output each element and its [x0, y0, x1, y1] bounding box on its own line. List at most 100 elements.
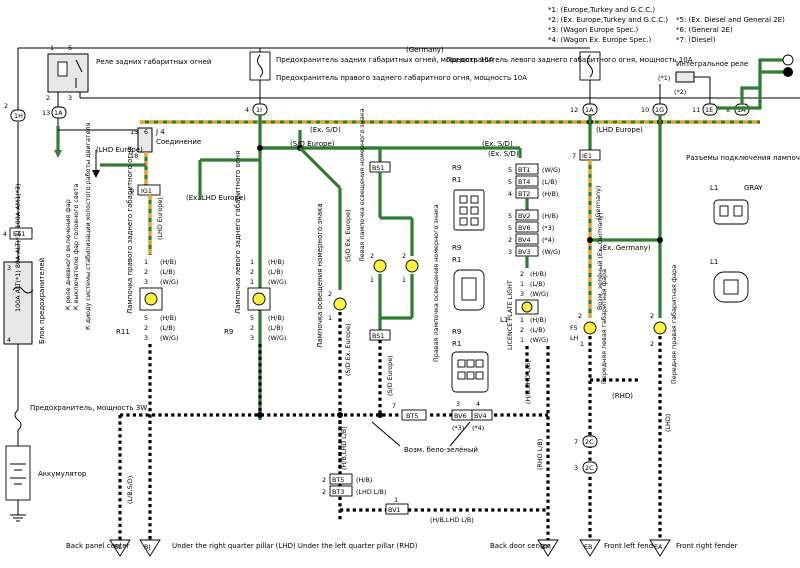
svg-text:(H/B): (H/B) [542, 190, 558, 198]
ex-lhd-europe-label: (Ex. LHD Europe) [186, 194, 246, 202]
svg-text:L1: L1 [710, 258, 718, 266]
right-rear-lamp-group: IG1 9 (LHD Europe) (Ex. LHD Europe) 1 (H… [116, 146, 260, 540]
left-rear-lamp-label: Лампочка левого заднего габаритного огня [234, 151, 242, 314]
svg-text:5: 5 [508, 166, 512, 174]
note-6: *6: (General 2E) [676, 26, 733, 34]
ground-BJ-label: Under the right quarter pillar (LHD) Und… [172, 542, 418, 550]
svg-text:3: 3 [574, 464, 578, 472]
svg-text:BT5: BT5 [332, 476, 344, 484]
ground-BL: BL Back panel center [66, 539, 131, 557]
plate-lamp-label: Лампочка освещения номерного знака [316, 203, 324, 348]
svg-text:5: 5 [144, 314, 148, 322]
ground-BJ: BJ Under the right quarter pillar (LHD) … [139, 539, 418, 557]
bs1-plate-lamps: BS1 2 1 2 1 Левая лампочка освещения ном… [358, 108, 440, 415]
connector-2C [582, 435, 598, 448]
svg-text:1: 1 [580, 340, 584, 348]
svg-text:(*3): (*3) [542, 224, 554, 232]
left-plate-lamp-label: Левая лампочка освещения номерного знака [358, 108, 366, 262]
svg-text:EB: EB [584, 543, 592, 551]
svg-text:2: 2 [4, 102, 8, 110]
fuse-rear-group: Предохранитель задних габаритных огней, … [240, 46, 580, 116]
svg-text:2: 2 [328, 290, 332, 298]
svg-text:BS1: BS1 [372, 332, 384, 340]
svg-text:11: 11 [692, 106, 700, 114]
svg-text:BT1: BT1 [518, 166, 530, 174]
connector-shape-icon [453, 189, 485, 231]
svg-text:(H/B): (H/B) [268, 258, 284, 266]
front-lamps: IE1 7 (Germany) (Ex. Germany) Возм. зелё… [570, 149, 678, 540]
to-headlamp-switch-label: К выключателю фар головного света [72, 184, 80, 310]
svg-text:10: 10 [641, 106, 649, 114]
svg-text:2: 2 [370, 252, 374, 260]
germany-label: (Germany) [406, 46, 444, 54]
svg-text:BT3: BT3 [332, 488, 344, 496]
svg-text:13: 13 [42, 109, 50, 117]
svg-text:BT4: BT4 [518, 178, 530, 186]
svg-text:BV4: BV4 [518, 236, 531, 244]
svg-text:BV1: BV1 [388, 506, 401, 514]
svg-text:3: 3 [144, 334, 148, 342]
connector-2C-2 [582, 461, 598, 474]
feed-bus: (Ex. S/D) (S/D Europe) (Ex. S/D) (LHD Eu… [140, 115, 760, 420]
lamp-icon [373, 259, 387, 273]
svg-text:18: 18 [130, 152, 138, 160]
note-1: *1: (Europe,Turkey and G.C.C.) [548, 6, 655, 14]
svg-text:3: 3 [250, 334, 254, 342]
connector-BT4 [515, 175, 539, 187]
connector-BV4 [515, 233, 539, 245]
svg-text:IE1: IE1 [582, 152, 592, 160]
svg-text:7: 7 [392, 402, 396, 410]
svg-text:8: 8 [726, 106, 730, 114]
lamp-icon [144, 292, 158, 306]
lhd-label: (LHD) [664, 414, 672, 432]
svg-text:9: 9 [130, 187, 134, 195]
ground-EB-label: Front left fender [604, 542, 660, 550]
svg-text:BT5: BT5 [406, 412, 418, 420]
svg-text:IG1: IG1 [141, 187, 152, 195]
svg-text:BV3: BV3 [518, 248, 531, 256]
svg-text:1: 1 [402, 276, 406, 284]
ground-BL-label: Back panel center [66, 542, 130, 550]
note-4: *4: (Wagon Ex. Europe Spec.) [548, 36, 652, 44]
svg-text:3: 3 [68, 94, 72, 102]
svg-text:(H/B): (H/B) [530, 270, 546, 278]
connector-BV6 [515, 221, 539, 233]
connector-1A-13 [51, 106, 67, 119]
plate-connector-legend: Разъемы подключения лампочек освещения з… [686, 154, 800, 303]
svg-text:4: 4 [245, 106, 249, 114]
ground-BM: BM Back door center [490, 539, 559, 557]
svg-text:1: 1 [250, 258, 254, 266]
svg-text:R9: R9 [452, 164, 461, 172]
svg-text:2: 2 [508, 236, 512, 244]
svg-text:4: 4 [508, 190, 512, 198]
fuse-left-rear-label: Предохранитель левого заднего габаритног… [446, 56, 693, 64]
tail-relay-label: Реле задних габаритных огней [96, 58, 211, 66]
footnotes: *1: (Europe,Turkey and G.C.C.) *2: (Ex. … [548, 6, 785, 44]
sd-ex-europe-label-2: (S/D Ex. Europe) [344, 323, 352, 376]
svg-text:4: 4 [7, 336, 11, 344]
svg-text:3: 3 [144, 278, 148, 286]
svg-text:2: 2 [650, 340, 654, 348]
connector-BT5-2 [329, 473, 353, 485]
hb-lhd-lb-label-3: (H/B,LHD L/B) [430, 516, 474, 524]
svg-text:BJ: BJ [144, 543, 150, 551]
svg-text:(H/B): (H/B) [160, 314, 176, 322]
ground-EA: EA Front right fender [649, 539, 738, 557]
svg-text:2: 2 [250, 268, 254, 276]
connector-BT5 [401, 409, 427, 421]
ex-sd-label: (Ex. S/D) [310, 126, 341, 134]
svg-text:(W/G): (W/G) [530, 336, 548, 344]
lhd-europe-label-2: (LHD Europe) [596, 126, 643, 134]
svg-text:(W/G): (W/G) [542, 166, 560, 174]
supply-column: 1H 2 EA1 4 3 4 100A ALT(*1) 80A ALT(*2) … [3, 47, 240, 522]
connector-BV2 [515, 209, 539, 221]
svg-text:EA1: EA1 [13, 230, 25, 238]
battery-label: Аккумулятор [38, 470, 87, 478]
lamp-icon [333, 297, 347, 311]
drl-branch: К реле дневного включения фар К выключат… [54, 122, 140, 330]
svg-text:J 4: J 4 [155, 128, 165, 136]
svg-text:3: 3 [520, 290, 524, 298]
svg-text:(LHD L/B): (LHD L/B) [356, 488, 386, 496]
svg-text:1A: 1A [585, 106, 594, 114]
